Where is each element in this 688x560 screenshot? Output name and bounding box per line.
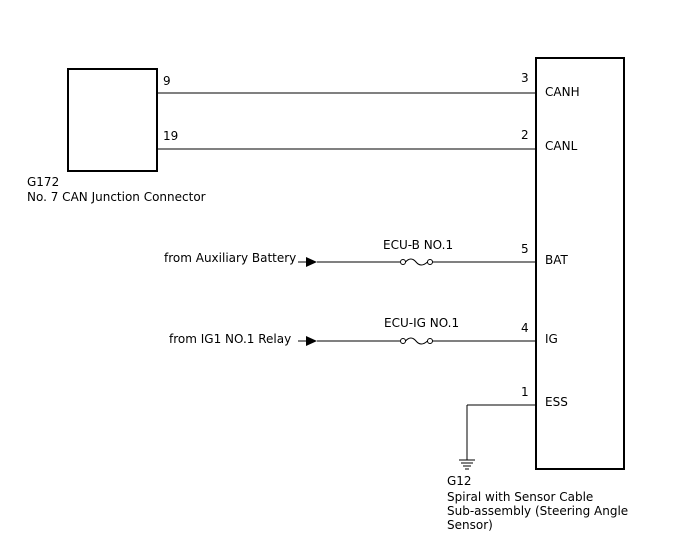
fuse-ecu-b-icon (405, 258, 428, 266)
sensor-g12-name-line-3: Sensor) (447, 518, 493, 532)
connector-g172-code: G172 (27, 175, 59, 189)
connector-g172-box (67, 68, 158, 172)
g172-pin-canl: 19 (163, 129, 178, 143)
g12-pin-bat-label: BAT (545, 253, 569, 267)
g12-pin-canl-number: 2 (521, 128, 529, 142)
fuse-ecu-ig-label: ECU-IG NO.1 (384, 316, 459, 330)
g12-pin-ess-number: 1 (521, 385, 529, 399)
source-ig1-relay: from IG1 NO.1 Relay (169, 332, 291, 346)
fuse-ecu-b-left-terminal (400, 259, 406, 265)
g12-pin-ig-label: IG (545, 332, 558, 346)
fuse-ecu-b-label: ECU-B NO.1 (383, 238, 453, 252)
g12-pin-bat-number: 5 (521, 242, 529, 256)
g12-pin-canh-label: CANH (545, 85, 580, 99)
ground-icon (459, 459, 475, 470)
g172-pin-canh: 9 (163, 74, 171, 88)
g12-pin-ig-number: 4 (521, 321, 529, 335)
sensor-g12-name-line-2: Sub-assembly (Steering Angle (447, 504, 628, 518)
fuse-ecu-ig-icon (405, 337, 428, 345)
connector-g172-name: No. 7 CAN Junction Connector (27, 190, 206, 204)
sensor-g12-box (535, 57, 625, 470)
sensor-g12-name-line-1: Spiral with Sensor Cable (447, 490, 593, 504)
sensor-g12-code: G12 (447, 474, 472, 488)
fuse-ecu-ig-right-terminal (427, 338, 433, 344)
fuse-ecu-b-right-terminal (427, 259, 433, 265)
ig-arrow-icon (306, 336, 317, 346)
g12-pin-canh-number: 3 (521, 71, 529, 85)
source-aux-battery: from Auxiliary Battery (164, 251, 296, 265)
fuse-ecu-ig-left-terminal (400, 338, 406, 344)
bat-arrow-icon (306, 257, 317, 267)
g12-pin-canl-label: CANL (545, 139, 578, 153)
g12-pin-ess-label: ESS (545, 395, 568, 409)
